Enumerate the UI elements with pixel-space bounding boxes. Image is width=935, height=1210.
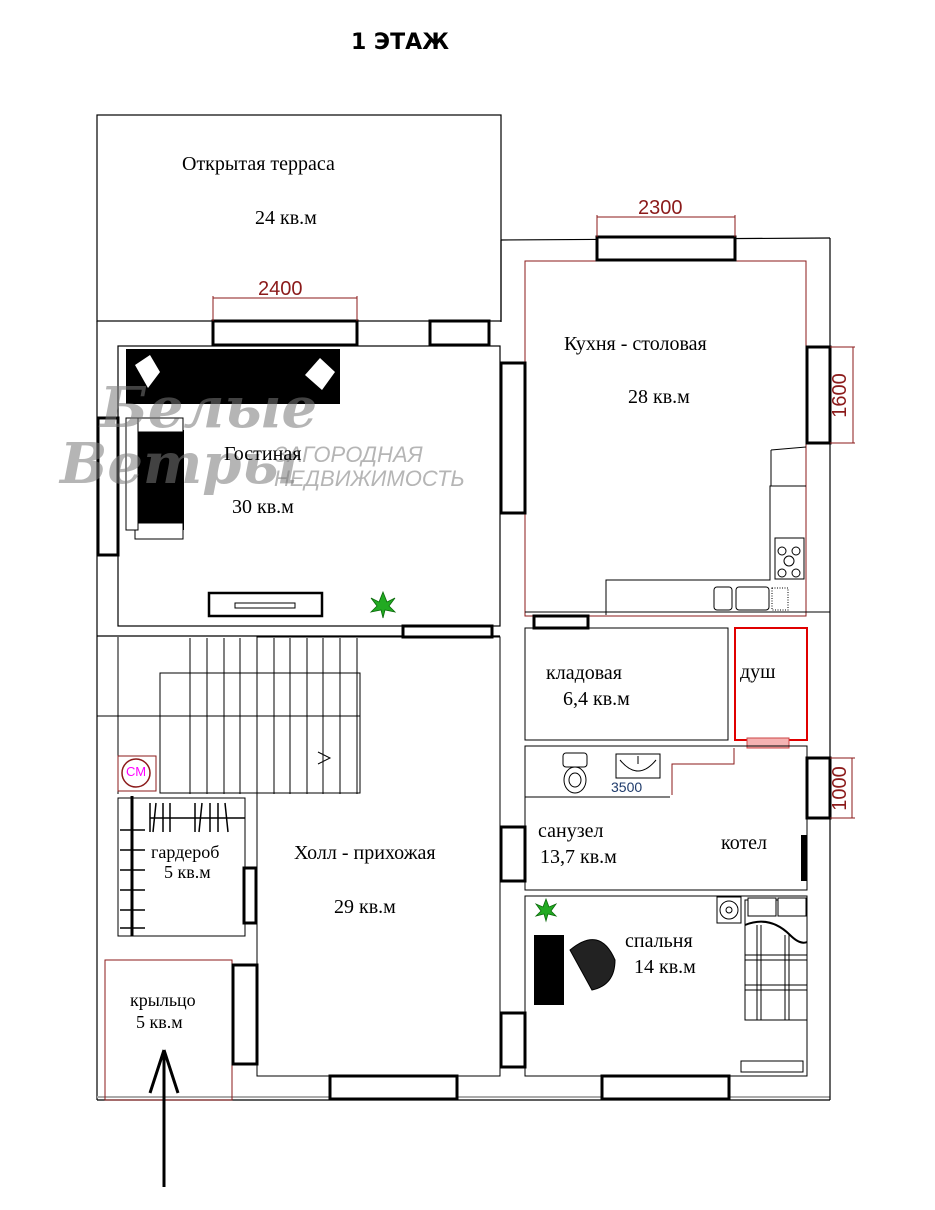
corner-sofa-icon	[136, 430, 184, 530]
wardrobe-cabinet-icon	[534, 935, 564, 1005]
kitchen-name: Кухня - столовая	[564, 333, 707, 355]
dimension-kitchen-top-window: 2300	[638, 197, 683, 219]
wardrobe-area: 5 кв.м	[164, 862, 211, 882]
kitchen-area: 28 кв.м	[628, 386, 690, 408]
terrace-name: Открытая терраса	[182, 153, 335, 175]
tv-stand-bedroom-icon	[740, 1060, 804, 1073]
hall-area: 29 кв.м	[334, 896, 396, 918]
bed-icon	[744, 897, 808, 1021]
shower-name: душ	[740, 661, 776, 683]
dimension-living-window: 2400	[258, 278, 303, 300]
pantry-outline	[524, 627, 729, 741]
dimension-bathroom-sink: 3500	[611, 779, 643, 795]
sink-icon	[713, 586, 789, 611]
pantry-area: 6,4 кв.м	[563, 688, 630, 710]
hanging-clothes-icon	[120, 802, 245, 929]
toilet-icon	[562, 752, 588, 794]
entrance-arrow-icon	[148, 1049, 180, 1187]
living-name: Гостиная	[224, 443, 302, 465]
armchair-icon	[569, 939, 616, 991]
kitchen-outline	[524, 260, 807, 617]
bedside-lamp-icon	[716, 896, 742, 924]
shower-outline	[734, 627, 808, 741]
porch-name: крыльцо	[130, 990, 196, 1010]
staircase	[97, 637, 361, 794]
wardrobe-name: гардероб	[151, 842, 220, 862]
watermark-brand: Белые Ветры	[60, 375, 318, 497]
bedroom-name: спальня	[625, 930, 693, 952]
dimension-bathroom-window: 1000	[828, 766, 851, 811]
living-area: 30 кв.м	[232, 496, 294, 518]
bathroom-area: 13,7 кв.м	[540, 846, 617, 868]
bedroom-area: 14 кв.м	[634, 956, 696, 978]
sofa-icon	[126, 349, 340, 404]
watermark-tagline: ЗАГОРОДНАЯ НЕДВИЖИМОСТЬ	[274, 442, 465, 491]
pantry-name: кладовая	[546, 662, 623, 684]
plant-icon	[369, 590, 397, 619]
bathroom-sink-icon	[615, 753, 661, 779]
porch-area: 5 кв.м	[136, 1012, 183, 1032]
boiler-name: котел	[721, 832, 768, 854]
plant-icon	[534, 897, 558, 923]
stove-icon	[774, 537, 805, 580]
terrace-area: 24 кв.м	[255, 207, 317, 229]
hall-name: Холл - прихожая	[294, 842, 436, 864]
washing-machine-marker: СМ	[125, 764, 147, 779]
page-title: 1 ЭТАЖ	[350, 30, 450, 55]
dimension-kitchen-side-window: 1600	[828, 373, 851, 418]
bathroom-name: санузел	[538, 820, 604, 842]
